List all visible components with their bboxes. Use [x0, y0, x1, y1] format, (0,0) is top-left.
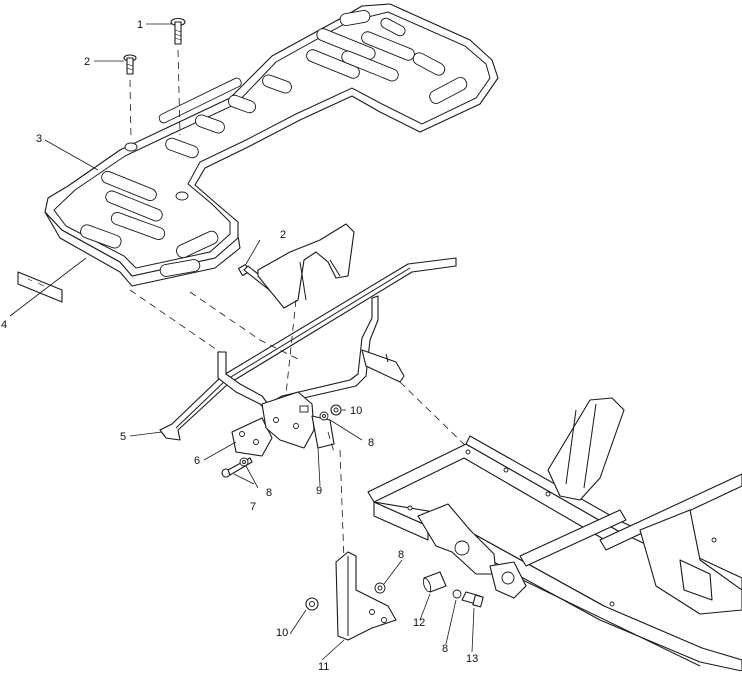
callout-9: 9	[316, 485, 322, 497]
mount-clip	[361, 349, 405, 383]
nut-part-10-upper	[330, 404, 342, 416]
spacer-part-12	[422, 571, 447, 593]
mount-plate-part-6	[231, 417, 273, 457]
mount-block-part-9	[261, 391, 335, 449]
nut-part-10-lower	[305, 597, 319, 611]
callout-labels: 1 2 2 3 4 5 6 7 8 8 8 8 9 10 10 11 12 13	[1, 19, 478, 673]
callout-13: 13	[466, 653, 478, 665]
callout-8-c: 8	[398, 549, 404, 561]
alignment-lines	[129, 289, 471, 561]
washer-part-8-right	[319, 411, 329, 421]
callout-5: 5	[120, 431, 126, 443]
bolt-part-13	[461, 591, 484, 608]
washer-part-8-upper	[239, 457, 249, 467]
leader-lines	[9, 23, 475, 661]
callout-8-a: 8	[266, 487, 272, 499]
callout-10-b: 10	[276, 627, 288, 639]
decal-part-4	[17, 271, 63, 303]
lower-bracket-part-11	[335, 551, 397, 641]
callout-10-a: 10	[350, 405, 362, 417]
rear-fender-bracket	[257, 223, 355, 309]
callout-8-d: 8	[442, 643, 448, 655]
callout-11: 11	[318, 661, 329, 671]
callout-1: 1	[137, 19, 143, 31]
callout-12: 12	[413, 617, 425, 629]
callout-6: 6	[194, 455, 200, 467]
rear-rack	[44, 3, 499, 287]
washer-part-8-bolt	[452, 589, 462, 599]
callout-2-lower: 2	[280, 229, 286, 241]
callout-2-top: 2	[84, 56, 90, 68]
callout-3: 3	[36, 133, 42, 145]
vehicle-frame	[367, 397, 742, 672]
washer-part-8-lower	[374, 582, 386, 594]
callout-4: 4	[1, 319, 7, 331]
bolt-part-1	[170, 17, 186, 136]
bolt-part-2-top	[123, 54, 137, 141]
callout-7: 7	[250, 501, 256, 513]
callout-8-b: 8	[368, 437, 374, 449]
